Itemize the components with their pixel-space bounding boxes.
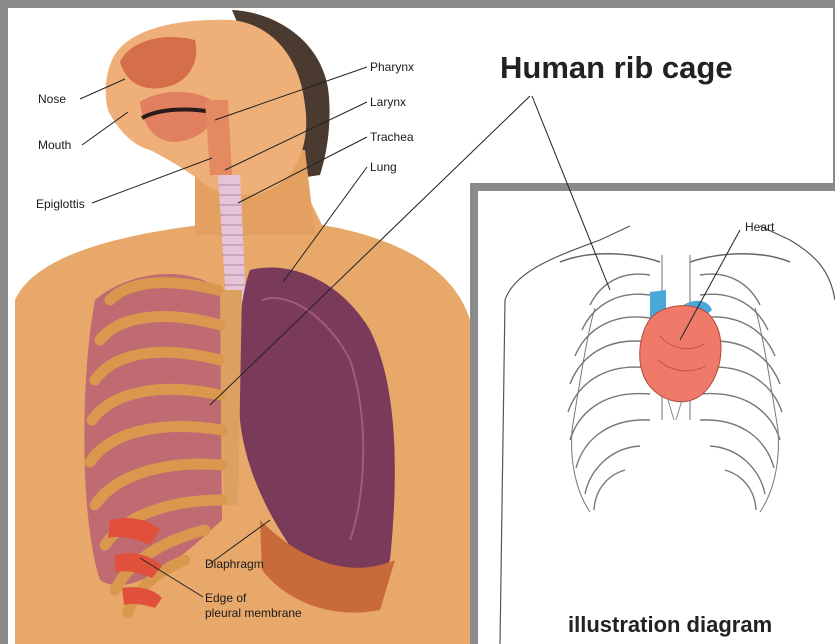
label-epiglottis: Epiglottis bbox=[36, 197, 85, 211]
diagram-subtitle: illustration diagram bbox=[568, 612, 772, 638]
label-nose: Nose bbox=[38, 92, 66, 106]
label-pleural-line1: Edge of bbox=[205, 591, 246, 605]
ribcage-panel bbox=[470, 183, 835, 644]
heart bbox=[640, 306, 721, 402]
label-mouth: Mouth bbox=[38, 138, 71, 152]
label-lung: Lung bbox=[370, 160, 397, 174]
label-pleural-line2: pleural membrane bbox=[205, 606, 302, 620]
label-trachea: Trachea bbox=[370, 130, 414, 144]
label-pharynx: Pharynx bbox=[370, 60, 414, 74]
label-heart: Heart bbox=[745, 220, 774, 234]
label-diaphragm: Diaphragm bbox=[205, 557, 264, 571]
label-larynx: Larynx bbox=[370, 95, 406, 109]
diagram-title: Human rib cage bbox=[500, 50, 733, 86]
